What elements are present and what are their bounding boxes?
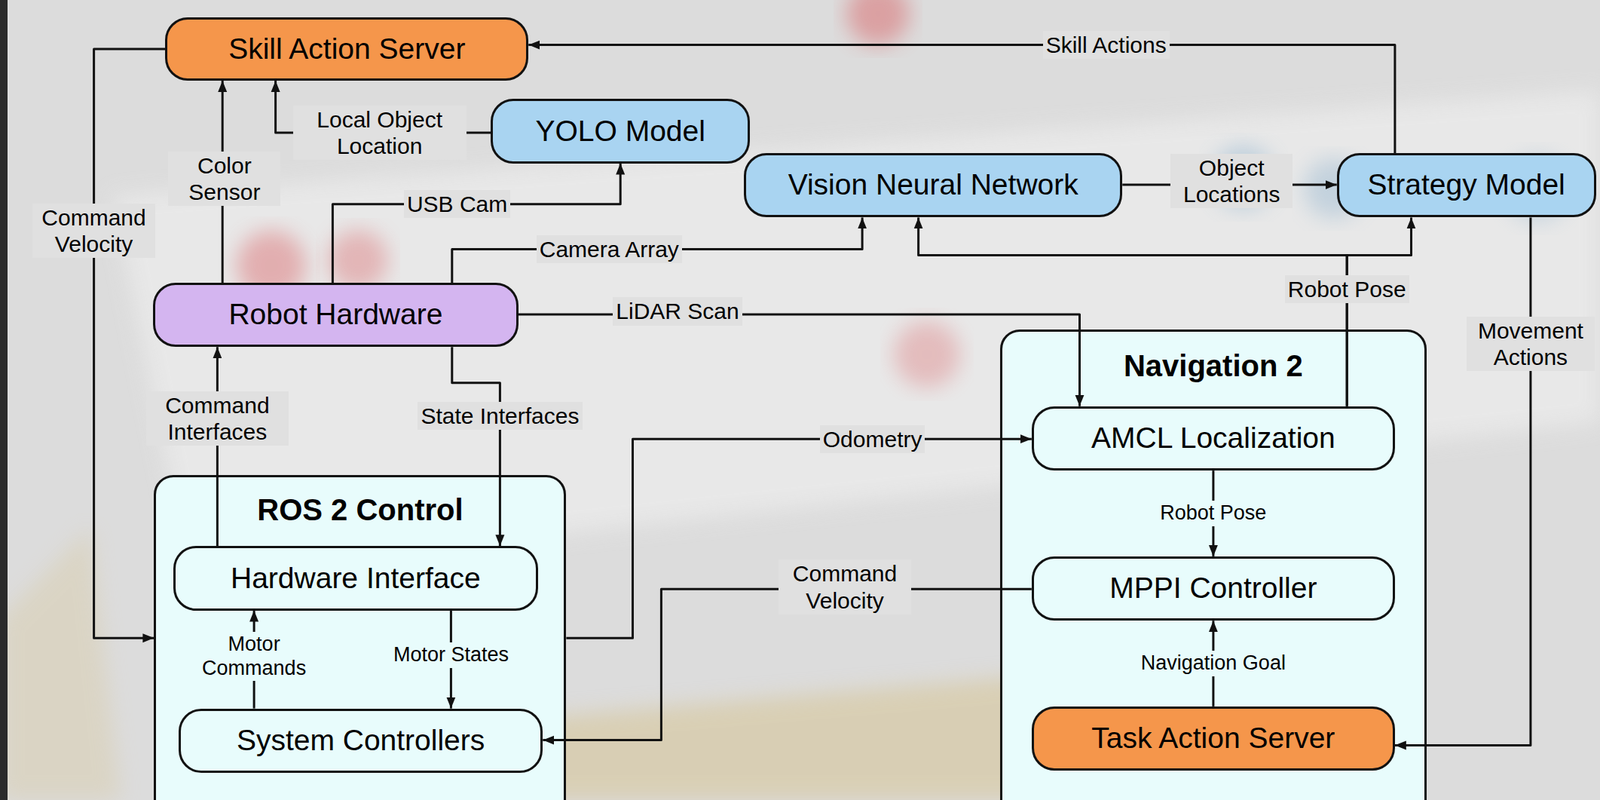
- subsystem-group: Navigation 2 AMCL LocalizationMPPI Contro…: [1000, 329, 1427, 800]
- connector: [565, 438, 1031, 638]
- group-heading: ROS 2 Control: [156, 492, 564, 527]
- edge-label: Command Interfaces: [146, 391, 290, 446]
- connector: [1395, 217, 1531, 745]
- connector: [1346, 217, 1411, 406]
- model-box: Strategy Model: [1336, 152, 1597, 218]
- connectors: [94, 45, 1531, 746]
- edge-label: Camera Array: [536, 235, 683, 264]
- process-box: AMCL Localization: [1031, 406, 1396, 471]
- edge-label: USB Cam: [403, 189, 511, 218]
- edge-label: Robot Pose: [1284, 275, 1410, 303]
- action-server-box: Task Action Server: [1031, 706, 1396, 771]
- connector: [518, 314, 1080, 407]
- edge-label: Odometry: [819, 425, 926, 453]
- edge-label: Skill Actions: [1043, 30, 1170, 59]
- edge-label: LiDAR Scan: [612, 296, 742, 325]
- container-fills: [155, 330, 1426, 800]
- floor-corner: [0, 527, 121, 800]
- process-box: Hardware Interface: [173, 545, 538, 610]
- node-label: AMCL Localization: [1091, 421, 1336, 456]
- process-box: System Controllers: [178, 708, 543, 773]
- group-fill: [1000, 330, 1426, 800]
- connector: [452, 217, 863, 283]
- model-box: YOLO Model: [490, 98, 750, 163]
- edge-label: Command Velocity: [778, 559, 912, 614]
- edge-label: Object Locations: [1170, 153, 1293, 209]
- node-label: System Controllers: [236, 723, 485, 758]
- process-box: MPPI Controller: [1031, 556, 1396, 621]
- node-label: YOLO Model: [535, 114, 705, 149]
- node-label: Skill Action Server: [228, 32, 466, 67]
- group-heading: Navigation 2: [1002, 348, 1425, 383]
- connector: [216, 346, 219, 546]
- edge-label: Command Velocity: [32, 203, 155, 258]
- node-label: Robot Hardware: [228, 297, 443, 332]
- edge-label: Movement Actions: [1466, 316, 1594, 371]
- edge-label: Robot Pose: [1156, 500, 1270, 527]
- connector: [332, 163, 621, 283]
- node-label: Hardware Interface: [230, 561, 481, 596]
- edge-label: Motor States: [390, 642, 512, 668]
- edge-label: Local Object Location: [293, 105, 467, 160]
- hardware-box: Robot Hardware: [152, 282, 519, 347]
- action-server-box: Skill Action Server: [165, 17, 529, 81]
- photo-edge: [0, 0, 8, 800]
- red-ball: [846, 0, 910, 46]
- edge-label: Color Sensor: [168, 151, 281, 206]
- node-label: Vision Neural Network: [788, 168, 1079, 202]
- model-box: Vision Neural Network: [743, 152, 1123, 218]
- red-ball: [893, 321, 961, 388]
- node-label: Task Action Server: [1091, 721, 1335, 756]
- edge-label: Navigation Goal: [1138, 650, 1289, 677]
- node-label: MPPI Controller: [1109, 571, 1317, 606]
- node-label: Strategy Model: [1367, 168, 1565, 202]
- red-ball: [327, 229, 389, 291]
- edge-label: State Interfaces: [417, 401, 582, 430]
- edge-label: Motor Commands: [192, 631, 316, 681]
